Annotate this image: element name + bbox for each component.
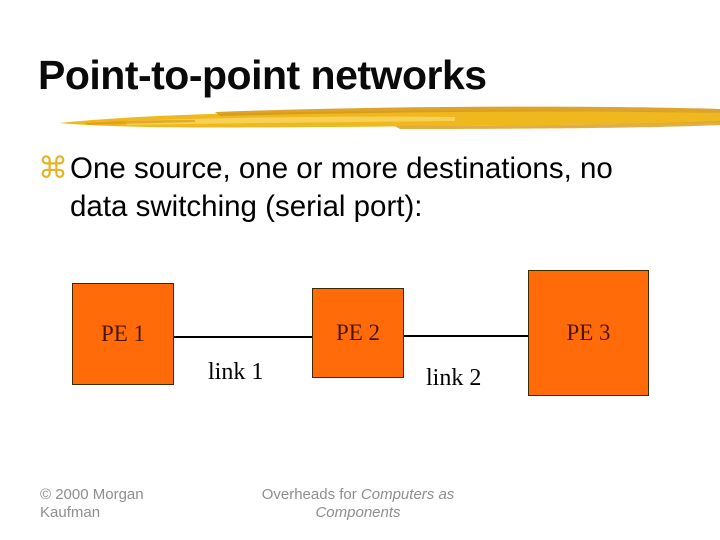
bullet-item: ⌘ One source, one or more destinations, …: [38, 150, 613, 226]
footer-copyright-line1: © 2000 Morgan: [40, 486, 144, 503]
node-pe1-label: PE 1: [100, 321, 146, 346]
slide-title: Point-to-point networks: [38, 52, 487, 98]
bullet-text-line2: data switching (serial port):: [70, 190, 423, 223]
link2-line: [404, 335, 528, 337]
footer-copyright: © 2000 Morgan Kaufman: [40, 486, 144, 522]
node-pe3-label: PE 3: [566, 320, 611, 345]
bullet-text-line1: One source, one or more destinations, no: [70, 152, 613, 185]
title-underline-brush-stroke: [59, 106, 720, 129]
link2-label: link 2: [426, 365, 482, 391]
footer-copyright-line2: Kaufman: [40, 504, 101, 521]
link1-label: link 1: [208, 359, 264, 385]
footer-book-title-prefix: Overheads for: [261, 486, 361, 503]
diagram-node-pe3: PE 3: [528, 270, 649, 396]
bullet-text: One source, one or more destinations, no…: [70, 150, 613, 226]
command-bullet-icon: ⌘: [38, 151, 68, 186]
diagram-node-pe2: PE 2: [312, 288, 404, 378]
footer-book-title: Overheads for Computers as Components: [258, 486, 458, 522]
diagram-node-pe1: PE 1: [72, 283, 174, 385]
node-pe2-label: PE 2: [335, 320, 381, 345]
link1-line: [174, 336, 312, 338]
footer-book-title-italic: Computers as Components: [315, 486, 455, 521]
